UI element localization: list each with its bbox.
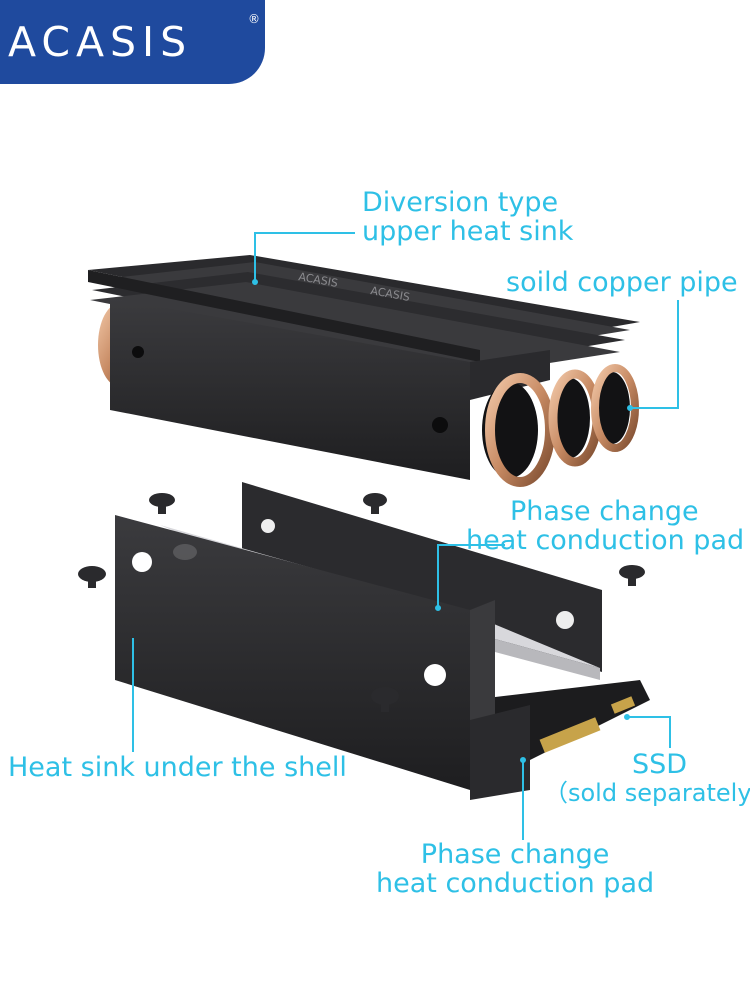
label-copper-pipe: soild copper pipe	[506, 267, 738, 298]
brand-badge: ACASIS ®	[0, 0, 265, 84]
label-pad-top: Phase change heat conduction pad	[466, 496, 745, 556]
upper-heat-sink: ACASIS ACASIS	[88, 255, 640, 487]
label-pad-bottom: Phase change heat conduction pad	[376, 839, 655, 899]
lower-heat-sink	[115, 482, 650, 800]
label-lower-heat-sink: Heat sink under the shell	[8, 752, 347, 783]
callout-lines	[132, 232, 679, 840]
label-upper-heat-sink: Diversion type upper heat sink	[362, 187, 574, 247]
label-ssd: SSD （sold separately	[544, 749, 750, 807]
screw-icon	[78, 493, 645, 712]
brand-logo: ACASIS	[8, 18, 193, 66]
registered-mark: ®	[248, 12, 260, 26]
